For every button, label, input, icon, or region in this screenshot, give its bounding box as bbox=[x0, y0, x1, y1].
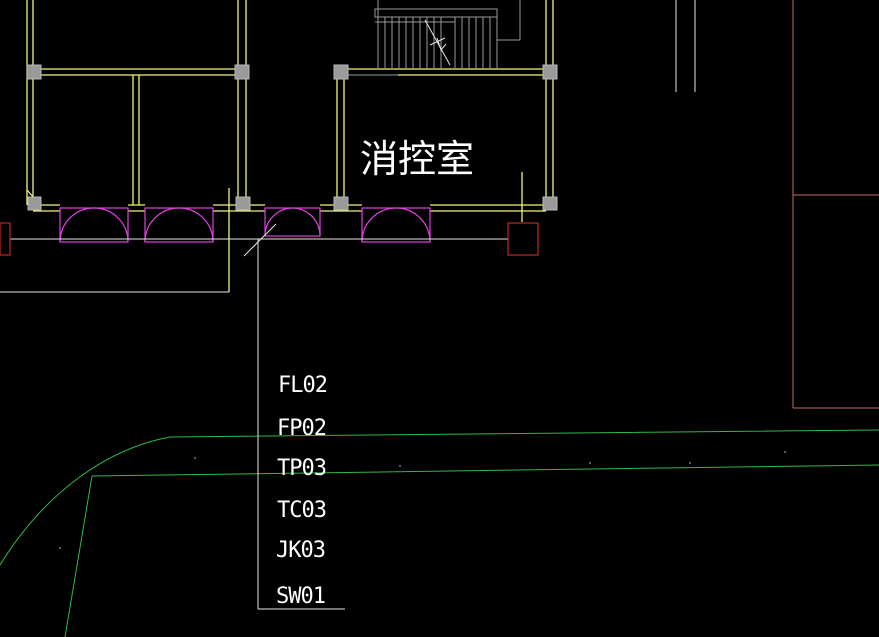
cable-label: FL02 bbox=[278, 373, 327, 398]
road-lines bbox=[0, 429, 879, 637]
stair-symbol bbox=[374, 0, 521, 68]
structural-columns bbox=[26, 64, 558, 211]
room-label-fire-control: 消控室 bbox=[360, 137, 474, 181]
door-symbols bbox=[59, 207, 431, 243]
road-dots bbox=[59, 451, 786, 549]
cable-label: SW01 bbox=[276, 584, 325, 609]
cable-label: TC03 bbox=[277, 498, 326, 523]
cable-label: JK03 bbox=[276, 538, 325, 563]
cable-label: FP02 bbox=[277, 416, 326, 441]
cable-leader bbox=[243, 223, 345, 610]
building-walls bbox=[26, 0, 554, 292]
site-boundary bbox=[0, 222, 539, 293]
cable-label-list: FL02 FP02 TP03 TC03 JK03 SW01 bbox=[276, 373, 328, 609]
right-side-lines bbox=[675, 0, 879, 409]
cable-label: TP03 bbox=[277, 456, 326, 481]
